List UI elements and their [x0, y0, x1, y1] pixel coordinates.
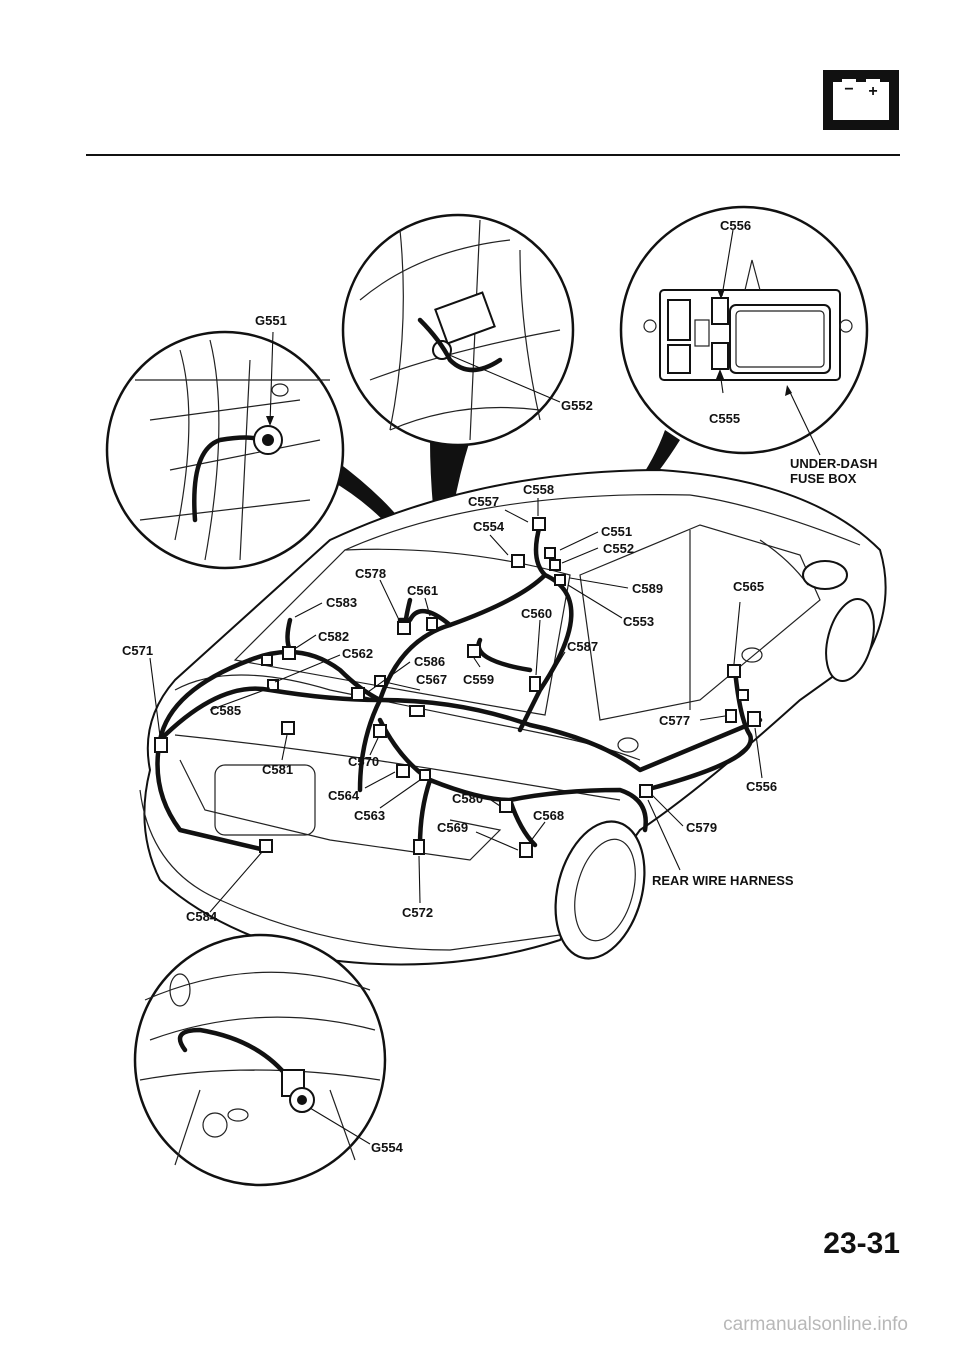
label-c555: C555 — [709, 411, 740, 426]
battery-plus: + — [868, 83, 877, 100]
label-c560: C560 — [521, 606, 552, 621]
label-c579: C579 — [686, 820, 717, 835]
wedge-g551 — [330, 460, 440, 600]
label-c557: C557 — [468, 494, 499, 509]
label-rear-wire-harness: REAR WIRE HARNESS — [652, 873, 794, 888]
label-g552: G552 — [561, 398, 593, 413]
label-c559: C559 — [463, 672, 494, 687]
label-c561: C561 — [407, 583, 438, 598]
label-c586: C586 — [414, 654, 445, 669]
label-g551: G551 — [255, 313, 287, 328]
detail-fusebox — [619, 205, 869, 456]
label-c587: C587 — [567, 639, 598, 654]
label-c553: C553 — [623, 614, 654, 629]
label-under-dash-2: FUSE BOX — [790, 471, 857, 486]
label-c567: C567 — [416, 672, 447, 687]
leader-lines — [149, 498, 763, 913]
label-c583: C583 — [326, 595, 357, 610]
car-body — [139, 468, 887, 966]
label-c564: C564 — [328, 788, 360, 803]
label-c589: C589 — [632, 581, 663, 596]
label-c556-side: C556 — [746, 779, 777, 794]
label-under-dash-1: UNDER-DASH — [790, 456, 877, 471]
label-c558: C558 — [523, 482, 554, 497]
label-c570: C570 — [348, 754, 379, 769]
label-c585: C585 — [210, 703, 241, 718]
label-c582: C582 — [318, 629, 349, 644]
label-c552: C552 — [603, 541, 634, 556]
label-c554: C554 — [473, 519, 505, 534]
battery-minus: − — [844, 81, 853, 98]
detail-g554 — [133, 933, 387, 1187]
label-c568: C568 — [533, 808, 564, 823]
label-c556-top: C556 — [720, 218, 751, 233]
label-c572: C572 — [402, 905, 433, 920]
label-c569: C569 — [437, 820, 468, 835]
page-number: 23-31 — [823, 1227, 900, 1260]
detail-g551 — [105, 330, 345, 570]
wedge-fusebox — [560, 430, 680, 560]
label-c577: C577 — [659, 713, 690, 728]
label-c578: C578 — [355, 566, 386, 581]
label-c581: C581 — [262, 762, 293, 777]
label-c551: C551 — [601, 524, 632, 539]
label-c562: C562 — [342, 646, 373, 661]
label-g554: G554 — [371, 1140, 404, 1155]
label-c580: C580 — [452, 791, 483, 806]
detail-g552 — [341, 213, 575, 447]
connectors — [154, 517, 761, 858]
label-c563: C563 — [354, 808, 385, 823]
battery-icon: − + — [823, 70, 899, 130]
label-c565: C565 — [733, 579, 764, 594]
label-c571: C571 — [122, 643, 153, 658]
label-c584: C584 — [186, 909, 218, 924]
watermark: carmanualsonline.info — [723, 1314, 908, 1335]
